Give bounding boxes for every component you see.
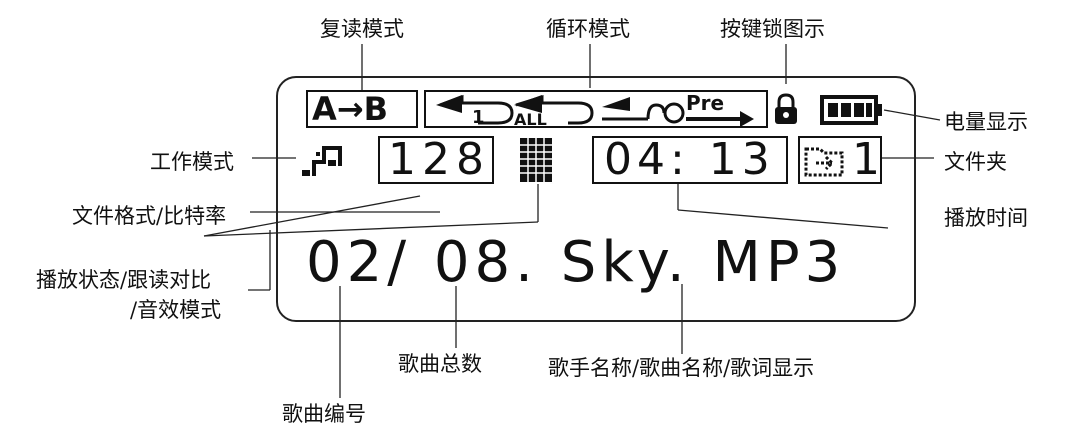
label-key-lock: 按键锁图示: [720, 17, 825, 41]
folder-number: 1: [852, 134, 884, 185]
folder-box: 1: [798, 134, 884, 185]
lock-icon: [775, 93, 797, 124]
label-repeat-mode: 复读模式: [320, 17, 404, 41]
label-file-format: 文件格式/比特率: [72, 204, 227, 228]
label-folder: 文件夹: [944, 150, 1007, 174]
label-work-mode: 工作模式: [150, 150, 234, 174]
loop-all-icon: ALL: [514, 94, 594, 127]
label-play-time: 播放时间: [944, 206, 1028, 230]
folder-icon: [804, 147, 844, 177]
main-display-line: 02/ 08. Sky. MP3: [306, 230, 846, 295]
battery-icon: [820, 95, 882, 125]
loop-one-label: 1: [472, 107, 485, 127]
label-song-total: 歌曲总数: [398, 352, 482, 376]
label-play-state-1: 播放状态/跟读对比: [36, 268, 212, 292]
file-format-grid-icon: [520, 138, 552, 182]
loop-all-label: ALL: [514, 110, 547, 127]
label-battery: 电量显示: [944, 110, 1028, 134]
bitrate-value: 128: [388, 134, 490, 185]
label-artist-title: 歌手名称/歌曲名称/歌词显示: [548, 356, 815, 380]
preview-text: Pre: [686, 91, 725, 115]
work-mode-music-icon: [302, 146, 342, 176]
preview-icon: Pre: [686, 91, 766, 127]
ab-repeat-text: A→B: [312, 90, 388, 128]
loop-mode-box: 1 ALL Pre: [424, 90, 768, 128]
bitrate-box: 128: [378, 134, 494, 185]
label-play-state-2: /音效模式: [130, 298, 222, 322]
loop-one-icon: 1: [436, 94, 514, 127]
ab-repeat-box: A→B: [306, 90, 418, 128]
time-value: 04: 13: [604, 134, 775, 185]
time-box: 04: 13: [592, 134, 788, 185]
label-loop-mode: 循环模式: [546, 17, 630, 41]
intro-scan-icon: [602, 97, 685, 124]
lcd-frame: [276, 76, 916, 322]
label-song-number: 歌曲编号: [282, 402, 366, 426]
